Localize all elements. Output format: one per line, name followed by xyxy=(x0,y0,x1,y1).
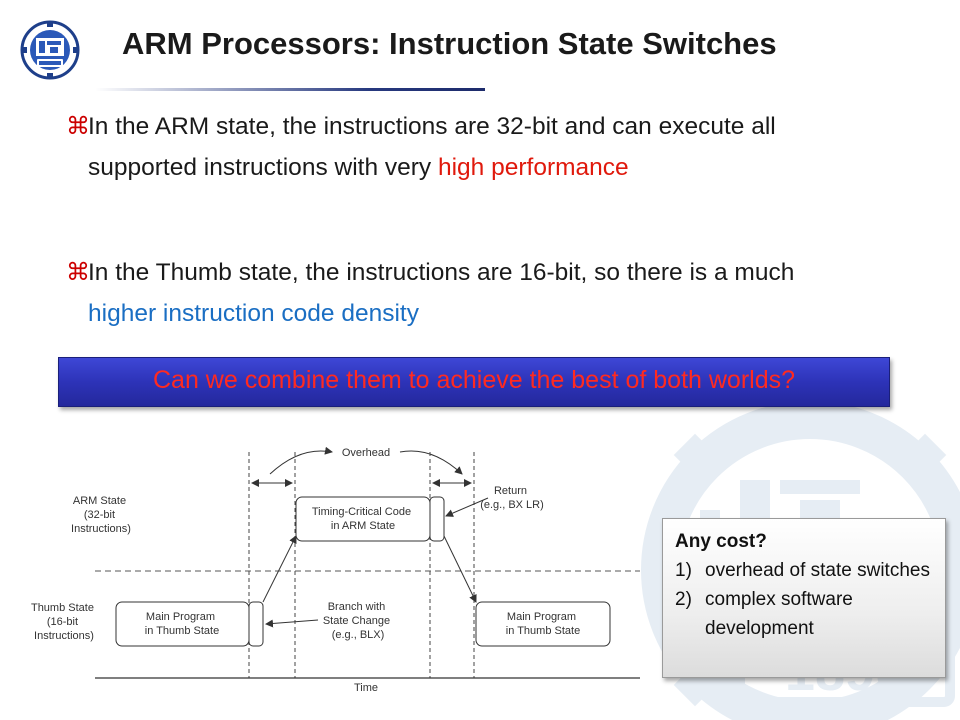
bullet-text-plain: In the Thumb state, the instructions are… xyxy=(88,259,795,286)
main-program-right-text: Main Program in Thumb State xyxy=(506,611,580,637)
list-item: 1) overhead of state switches xyxy=(675,556,933,585)
bullet-text-highlight: higher instruction code density xyxy=(88,300,419,327)
list-item: 2) complex software development xyxy=(675,585,933,643)
list-text: overhead of state switches xyxy=(705,560,930,581)
main-program-left-box xyxy=(115,601,250,647)
main-program-right-box xyxy=(475,601,611,647)
bullet-thumb-state: ⌘ In the Thumb state, the instructions a… xyxy=(66,252,866,334)
title-underline xyxy=(95,88,485,91)
return-switch-box xyxy=(429,496,445,542)
branch-pointer xyxy=(265,619,319,628)
bullet-text: In the ARM state, the instructions are 3… xyxy=(66,106,866,188)
question-banner-text: Can we combine them to achieve the best … xyxy=(152,366,796,394)
state-switch-diagram: Overhead ARM State (32-b xyxy=(31,446,640,694)
university-logo-icon xyxy=(20,20,80,80)
time-label: Time xyxy=(354,682,378,694)
return-flow-arrow xyxy=(443,535,477,603)
bullet-text: In the Thumb state, the instructions are… xyxy=(66,252,866,334)
overhead-arrow-right xyxy=(399,450,463,475)
list-number: 1) xyxy=(675,560,692,581)
return-pointer xyxy=(445,497,489,517)
bullet-arm-state: ⌘ In the ARM state, the instructions are… xyxy=(66,106,866,188)
branch-flow-arrow xyxy=(262,535,297,603)
bullet-text-highlight: high performance xyxy=(437,154,629,181)
main-program-left-text: Main Program in Thumb State xyxy=(145,611,219,637)
list-text: complex software development xyxy=(705,589,853,639)
list-number: 2) xyxy=(675,589,692,610)
bullet-marker-icon: ⌘ xyxy=(66,258,90,286)
timing-critical-box xyxy=(295,496,431,542)
arm-state-label: ARM State (32-bit Instructions) xyxy=(71,495,131,535)
overhead-arrow-left xyxy=(269,446,333,475)
return-label: Return (e.g., BX LR) xyxy=(480,485,544,511)
cost-callout: Any cost? 1) overhead of state switches 2… xyxy=(662,518,946,678)
timing-critical-text: Timing-Critical Code in ARM State xyxy=(312,506,414,532)
thumb-state-label: Thumb State (16-bit Instructions) xyxy=(31,602,97,642)
bullet-marker-icon: ⌘ xyxy=(66,112,90,140)
branch-label: Branch with State Change (e.g., BLX) xyxy=(323,601,393,641)
cost-list: 1) overhead of state switches 2) complex s… xyxy=(675,556,933,643)
slide-title: ARM Processors: Instruction State Switch… xyxy=(122,26,777,61)
branch-switch-box xyxy=(248,601,264,647)
cost-heading: Any cost? xyxy=(675,531,767,552)
overhead-label: Overhead xyxy=(342,447,390,459)
question-banner: Can we combine them to achieve the best … xyxy=(58,357,890,407)
bullet-text-plain: In the ARM state, the instructions are 3… xyxy=(88,113,776,181)
